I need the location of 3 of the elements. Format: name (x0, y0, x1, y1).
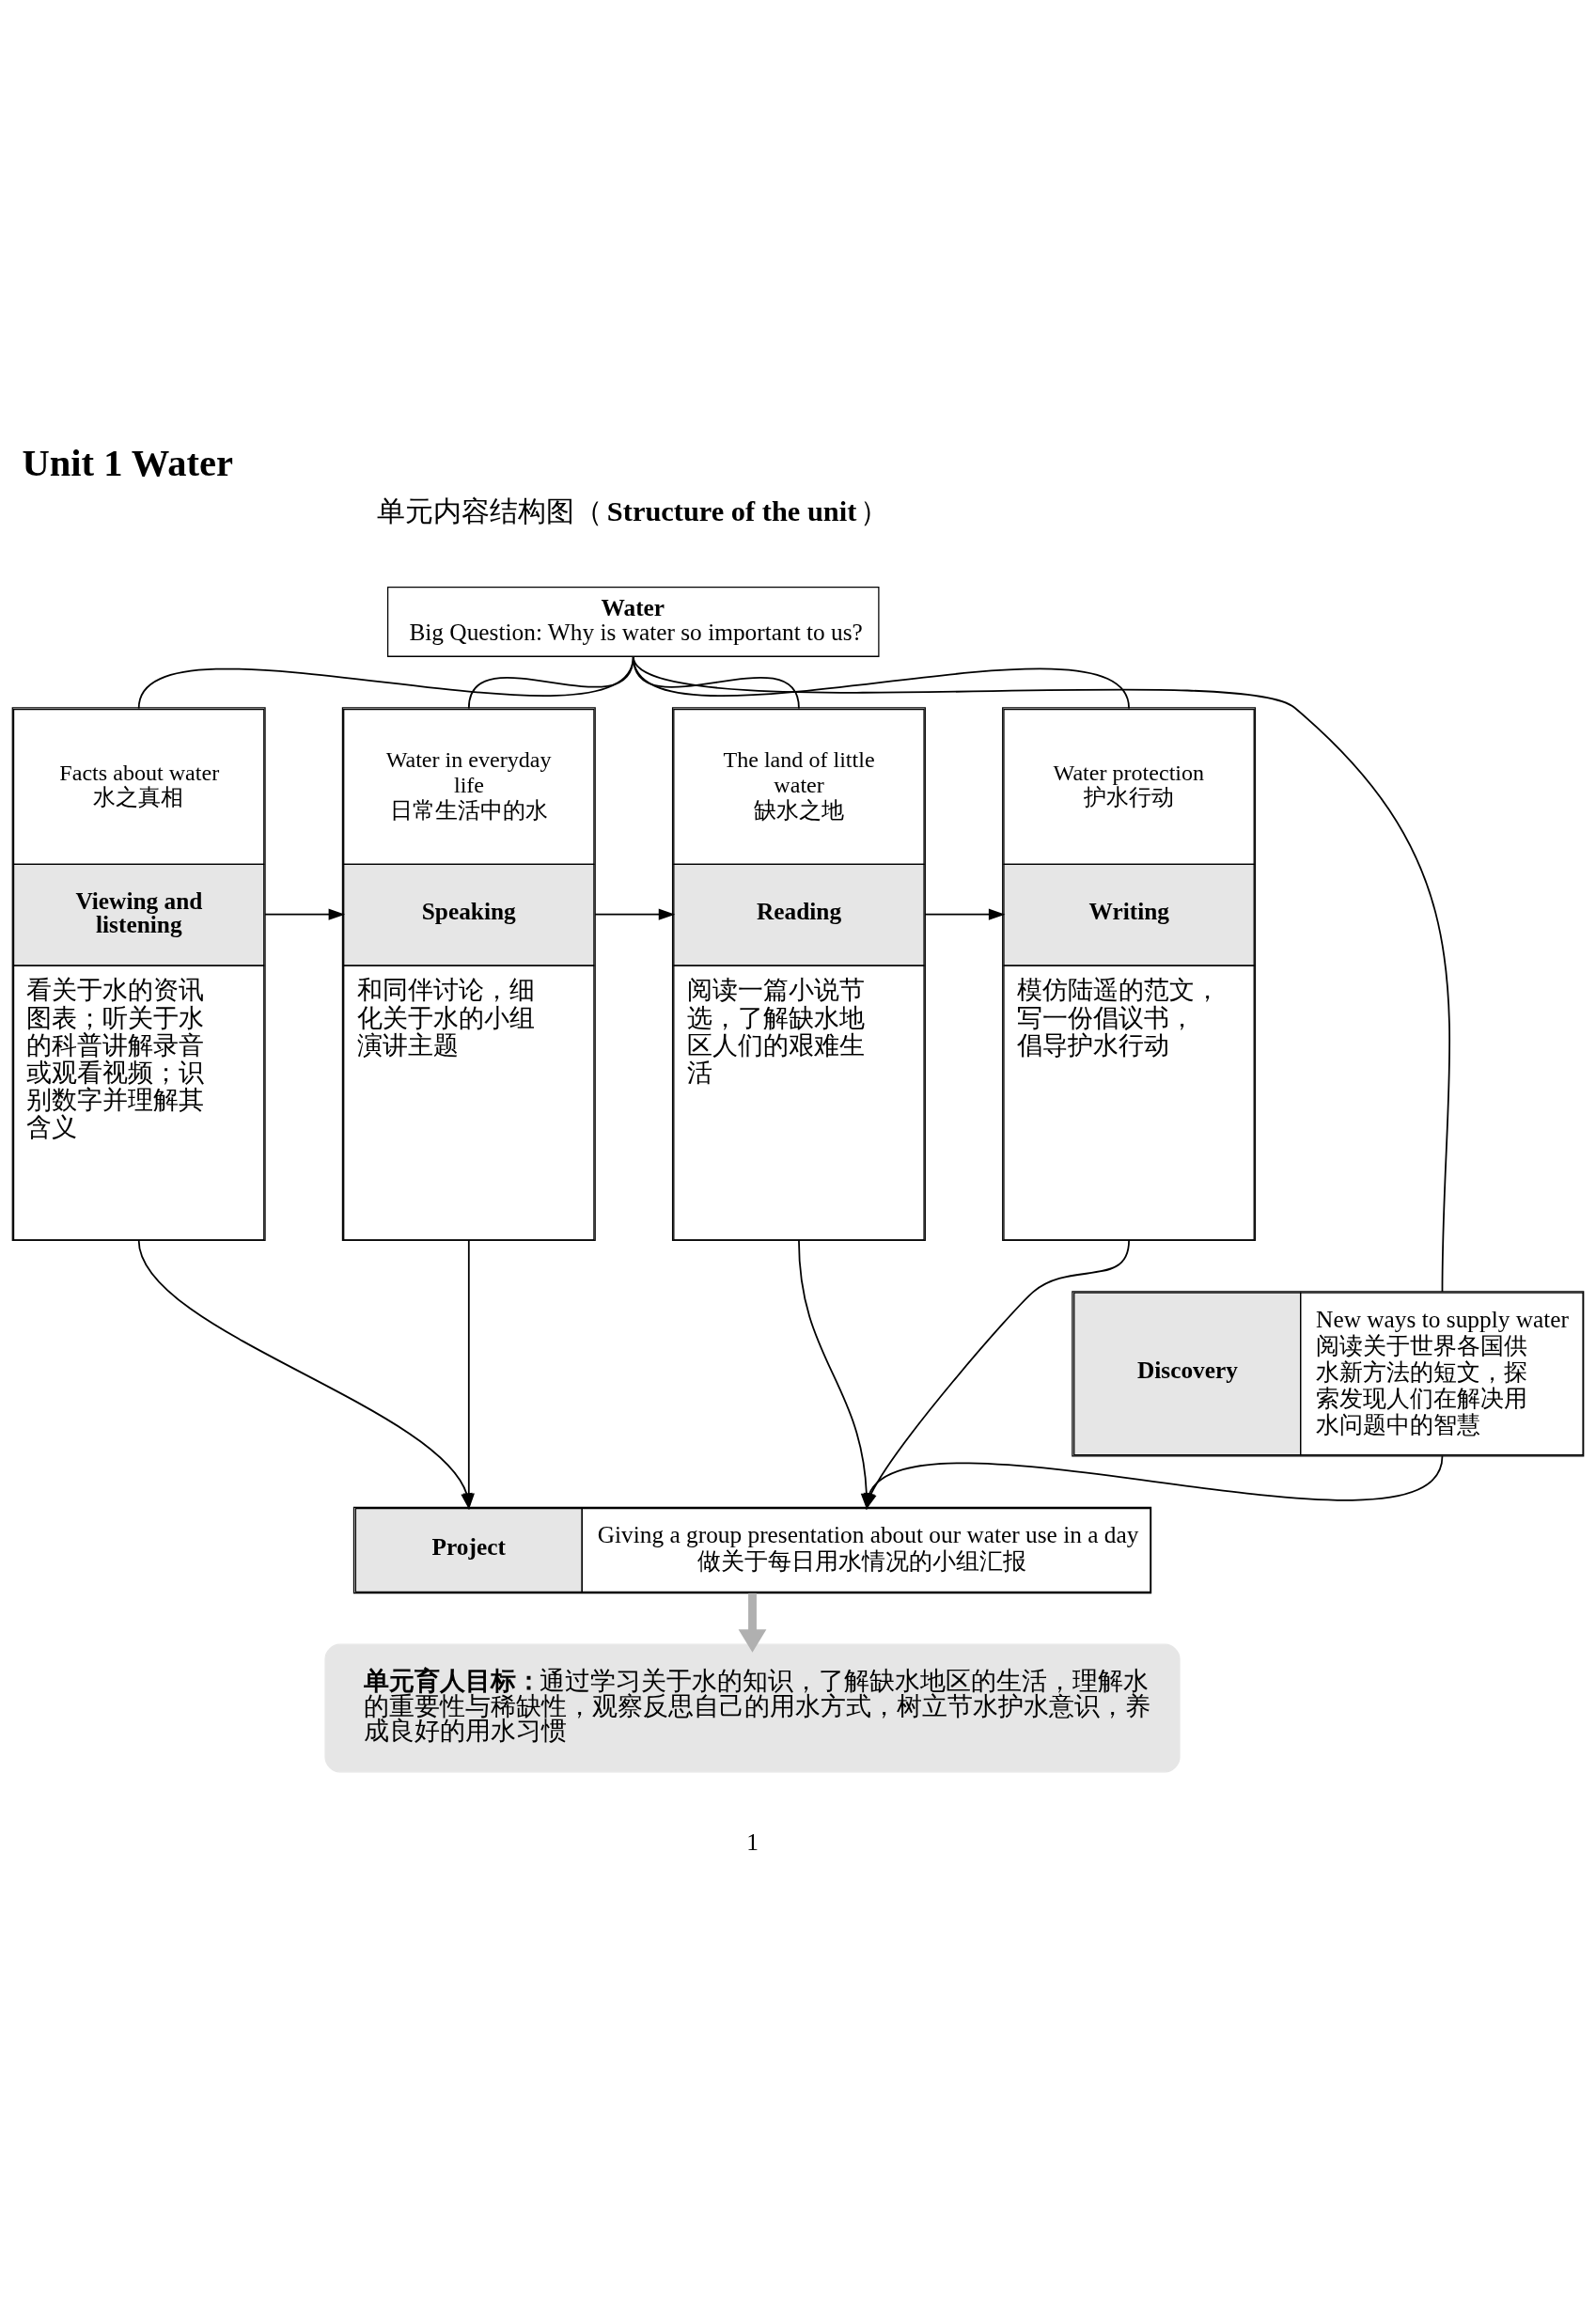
diagram-title: Unit 1 Water (22, 441, 233, 484)
label: 单元内容结构图（Structure of the unit） (377, 494, 888, 527)
label: 1 (746, 1828, 759, 1855)
